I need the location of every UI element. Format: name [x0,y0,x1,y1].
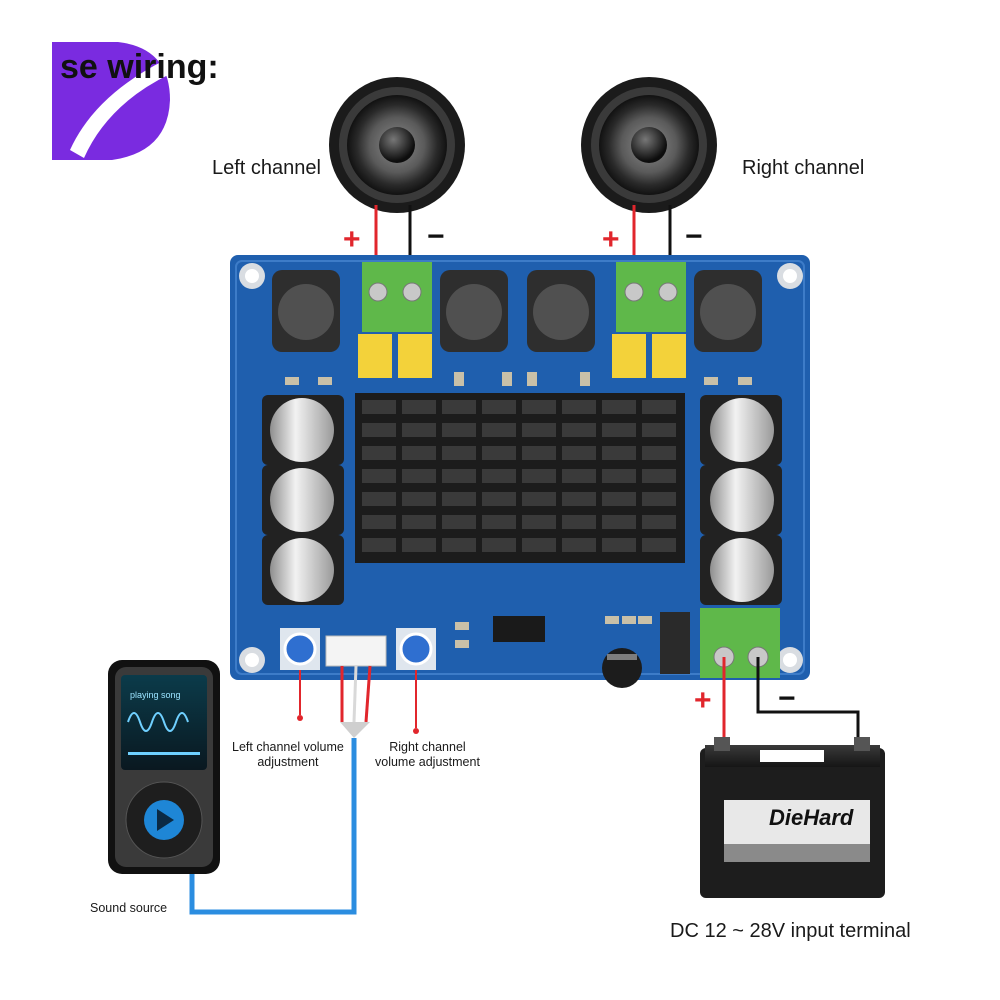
heatsink-fin [642,400,676,414]
heatsink-fin [482,538,516,552]
heatsink-fin [402,515,436,529]
heatsink [355,393,685,563]
power-plus-sign: + [694,684,712,717]
right-minus-sign: − [685,220,703,253]
heatsink-fin [522,446,556,460]
heatsink-fin [562,423,596,437]
heatsink-fin [442,469,476,483]
audio-input-connector [325,635,387,667]
heatsink-fin [522,515,556,529]
volume-potentiometers [280,628,436,670]
left-plus-sign: + [343,223,361,256]
heatsink-fin [602,515,636,529]
amplifier-board [230,255,810,688]
heatsink-fin [402,469,436,483]
heatsink-fin [482,400,516,414]
left-channel-label: Left channel [212,157,321,179]
player-screen-text: playing song [130,690,181,700]
heatsink-fin [402,492,436,506]
heatsink-fin [482,515,516,529]
heatsink-fin [642,538,676,552]
heatsink-fin [402,423,436,437]
music-player-device [108,660,220,874]
heatsink-fin [482,423,516,437]
heatsink-fin [562,446,596,460]
smd-components [285,372,752,674]
heatsink-fin [602,423,636,437]
heatsink-fin [362,446,396,460]
heatsink-fin [522,538,556,552]
heatsink-fin [402,400,436,414]
sound-source-label: Sound source [90,901,168,915]
heatsink-fin [442,492,476,506]
heatsink-fin [442,515,476,529]
speaker-terminals [362,262,686,332]
heatsink-fin [642,492,676,506]
battery-brand: DieHard [769,805,854,830]
electrolytic-capacitors [262,395,782,605]
right-volume-label: Right channel volume adjustment [375,740,480,769]
heatsink-fin [442,400,476,414]
heatsink-fin [602,400,636,414]
left-minus-sign: − [427,220,445,253]
audio-cable [189,665,372,915]
heatsink-fin [362,538,396,552]
heatsink-fin [362,423,396,437]
heatsink-fin [602,492,636,506]
heatsink-fin [522,492,556,506]
heatsink-fin [482,446,516,460]
heatsink-fin [442,446,476,460]
heatsink-fin [602,469,636,483]
right-plus-sign: + [602,223,620,256]
heatsink-fin [562,400,596,414]
heatsink-fin [442,538,476,552]
heatsink-fin [402,538,436,552]
dc-input-label: DC 12 ~ 28V input terminal [670,920,911,942]
heatsink-fin [642,515,676,529]
heatsink-fin [522,400,556,414]
brand-logo-icon [52,42,170,160]
heatsink-fin [642,446,676,460]
heatsink-fin [362,492,396,506]
car-battery [700,737,885,898]
heatsink-fin [362,400,396,414]
heatsink-fin [562,469,596,483]
heatsink-fin [562,492,596,506]
heatsink-fin [562,515,596,529]
inductors [272,270,762,352]
heatsink-fin [482,469,516,483]
heatsink-fin [602,446,636,460]
heatsink-fin [482,492,516,506]
heatsink-fin [522,469,556,483]
left-speaker [329,77,465,213]
heatsink-fin [442,423,476,437]
power-terminal [700,608,780,678]
right-channel-label: Right channel [742,157,865,179]
heatsink-fin [602,538,636,552]
right-speaker [581,77,717,213]
heatsink-fin [402,446,436,460]
ic-chip [493,616,545,642]
film-capacitors [358,334,686,378]
heatsink-fin [522,423,556,437]
power-minus-sign: − [778,682,796,715]
heatsink-fin [362,515,396,529]
heatsink-fin [642,423,676,437]
heatsink-fin [642,469,676,483]
left-volume-label: Left channel volume adjustment [232,740,344,769]
page-title-partial: se wiring: [60,48,219,86]
heatsink-fin [562,538,596,552]
heatsink-fin [362,469,396,483]
volume-markers [297,670,419,734]
